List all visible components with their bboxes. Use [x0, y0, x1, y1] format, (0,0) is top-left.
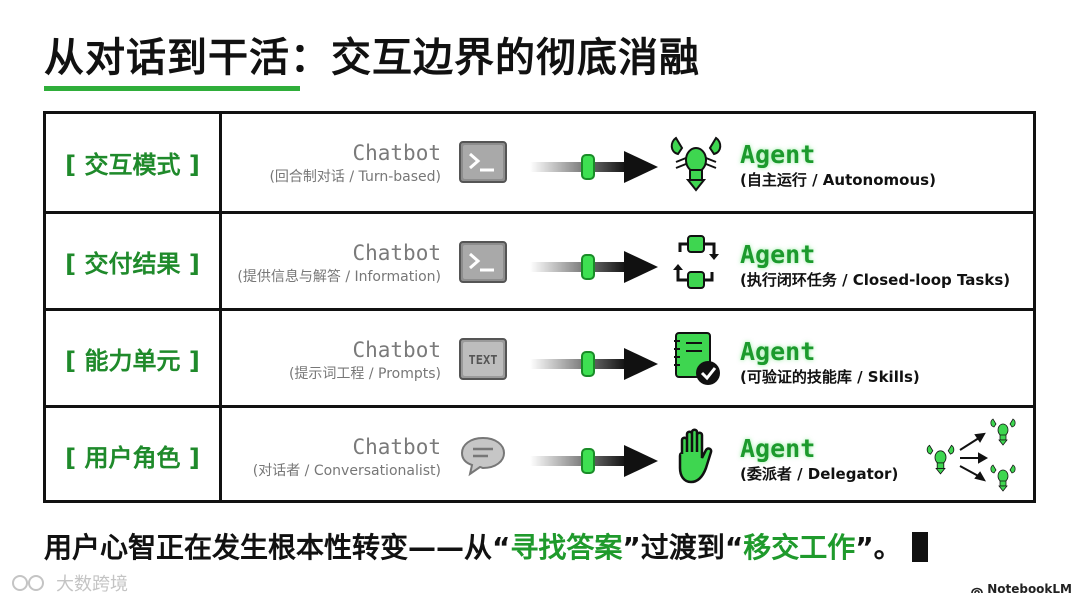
comparison-table: [ 交互模式 ] Chatbot (回合制对话 / Turn-based)	[43, 111, 1036, 503]
chatbot-name: Chatbot	[352, 338, 441, 362]
brand-text: NotebookLM	[987, 582, 1072, 596]
transition-arrow	[530, 445, 658, 477]
transition-arrow	[530, 151, 658, 183]
agent-name: Agent	[740, 240, 816, 269]
row-label: [ 能力单元 ]	[65, 346, 200, 375]
delegation-lobsters-icon	[926, 418, 1016, 492]
agent-desc: (委派者 / Delegator)	[740, 465, 899, 483]
table-row: [ 能力单元 ] Chatbot (提示词工程 / Prompts) TEXT	[46, 308, 1033, 405]
agent-desc: (执行闭环任务 / Closed-loop Tasks)	[740, 271, 1011, 289]
chatbot-desc: (回合制对话 / Turn-based)	[269, 169, 441, 185]
row-label: [ 交付结果 ]	[65, 249, 200, 278]
chatbot-desc: (提示词工程 / Prompts)	[288, 366, 441, 382]
summary-part-1: 用户心智正在发生根本性转变——从“	[44, 531, 511, 564]
chatbot-desc: (提供信息与解答 / Information)	[237, 269, 441, 285]
table-row: [ 交互模式 ] Chatbot (回合制对话 / Turn-based)	[46, 114, 1033, 211]
chatbot-desc: (对话者 / Conversationalist)	[252, 463, 441, 479]
summary-part-2: ”过渡到“	[622, 531, 744, 564]
summary-highlight-2: 移交工作	[743, 531, 856, 564]
agent-name: Agent	[740, 337, 816, 366]
terminal-icon	[459, 241, 507, 283]
verified-notebook-icon	[674, 332, 720, 385]
chatbot-name: Chatbot	[352, 241, 441, 265]
loop-icon	[673, 235, 719, 289]
notebooklm-logo-icon	[971, 587, 983, 594]
speech-bubble-icon	[460, 436, 506, 477]
watermark: 大数跨境	[10, 570, 128, 596]
title-underline	[44, 86, 300, 91]
text-icon: TEXT	[459, 338, 507, 380]
watermark-text: 大数跨境	[56, 574, 128, 595]
agent-name: Agent	[740, 434, 816, 463]
cursor-block	[911, 532, 928, 562]
row-label: [ 交互模式 ]	[65, 151, 200, 179]
page-title: 从对话到干活：交互边界的彻底消融	[44, 35, 700, 81]
summary-part-3: ”。	[855, 531, 902, 564]
chatbot-name: Chatbot	[352, 141, 441, 165]
transition-arrow	[530, 348, 658, 380]
agent-desc: (可验证的技能库 / Skills)	[740, 368, 920, 386]
table-row: [ 用户角色 ] Chatbot (对话者 / Conversationalis…	[46, 405, 1033, 502]
summary-highlight-1: 寻找答案	[510, 531, 623, 564]
lobster-icon	[670, 136, 722, 192]
agent-desc: (自主运行 / Autonomous)	[740, 171, 936, 189]
column-divider	[219, 114, 222, 500]
hand-icon	[678, 428, 713, 484]
summary-line: 用户心智正在发生根本性转变——从“寻找答案”过渡到“移交工作”。	[44, 528, 928, 568]
watermark-logo-icon	[12, 575, 44, 591]
terminal-icon	[459, 141, 507, 183]
chatbot-name: Chatbot	[352, 435, 441, 459]
agent-name: Agent	[740, 140, 816, 169]
table-row: [ 交付结果 ] Chatbot (提供信息与解答 / Information)	[46, 211, 1033, 308]
transition-arrow	[530, 251, 658, 283]
row-label: [ 用户角色 ]	[65, 443, 200, 472]
brand-mark: NotebookLM	[971, 582, 1072, 596]
text-icon-label: TEXT	[469, 353, 498, 367]
